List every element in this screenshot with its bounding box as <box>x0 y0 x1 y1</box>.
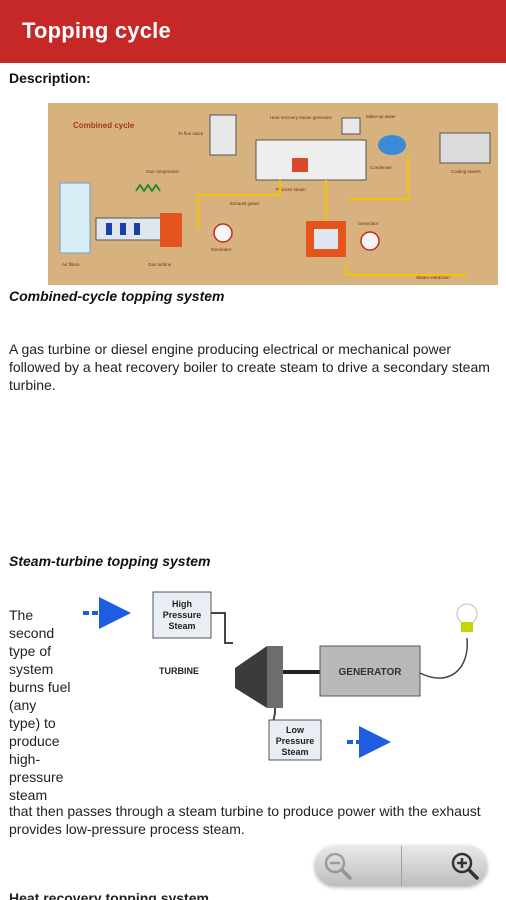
steam-turbine-diagram: High Pressure Steam TURBINE GENERATOR Lo… <box>75 588 495 770</box>
label-gas-compressor: Gas compressor <box>146 169 180 174</box>
paragraph-steam-turbine-wrapped: The second type of system burns fuel (an… <box>9 607 71 803</box>
label-steam-extraction: Steam extraction <box>416 275 450 280</box>
label-air-filters: Air filters <box>62 262 80 267</box>
diagram-title: Combined cycle <box>73 121 135 130</box>
label-generator-2: Generator <box>358 221 379 226</box>
label-exhaust-gases: Exhaust gases <box>230 201 260 206</box>
zoom-in-icon <box>451 852 479 880</box>
next-section-heading: Heat recovery topping system <box>9 890 209 900</box>
label-gas-turbine: Gas turbine <box>148 262 172 267</box>
label-low-2: Pressure <box>276 736 315 746</box>
caption-steam-turbine: Steam-turbine topping system <box>9 553 211 569</box>
label-turbine: TURBINE <box>159 666 199 676</box>
app-bar: Topping cycle <box>0 0 506 63</box>
label-makeup-water: Make-up water <box>366 114 396 119</box>
label-high-1: High <box>172 599 192 609</box>
label-high-2: Pressure <box>163 610 202 620</box>
page-title: Topping cycle <box>22 18 171 43</box>
description-label: Description: <box>9 70 91 86</box>
label-condenser: Condenser <box>370 165 393 170</box>
label-cooling-towers: Cooling towers <box>451 169 482 174</box>
label-generator: Generator <box>211 247 232 252</box>
paragraph-combined-cycle: A gas turbine or diesel engine producing… <box>9 341 490 393</box>
label-generator: GENERATOR <box>339 667 403 678</box>
label-process-steam: Process steam <box>276 187 306 192</box>
label-high-3: Steam <box>168 621 195 631</box>
zoom-in-button[interactable] <box>401 846 487 886</box>
caption-combined-cycle: Combined-cycle topping system <box>9 288 225 304</box>
zoom-controls <box>315 846 487 886</box>
label-low-3: Steam <box>281 747 308 757</box>
label-heat-recovery: Heat recovery steam generator <box>270 115 333 120</box>
label-flue-stack: To flue stack <box>178 131 204 136</box>
combined-cycle-diagram: Combined cycle To flue stack Heat recove… <box>48 103 498 285</box>
label-low-1: Low <box>286 725 305 735</box>
paragraph-steam-turbine-rest: that then passes through a steam turbine… <box>9 803 481 837</box>
zoom-out-icon <box>324 852 352 880</box>
zoom-out-button[interactable] <box>315 846 401 886</box>
